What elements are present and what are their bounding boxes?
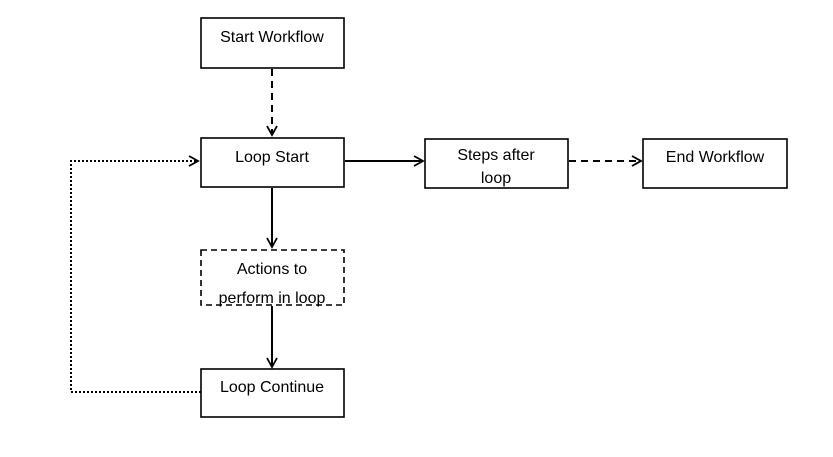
node-steps-after-loop-label-line1: Steps after (457, 147, 535, 164)
node-start-workflow-label: Start Workflow (220, 29, 324, 46)
edge-loop-continue-to-loop-start (70, 155, 201, 393)
node-loop-start-label: Loop Start (235, 149, 309, 166)
node-actions-in-loop-label-line1: Actions to (237, 261, 307, 278)
node-end-workflow-label: End Workflow (666, 149, 765, 166)
node-steps-after-loop-label-line2: loop (481, 170, 511, 187)
node-end-workflow: End Workflow (642, 138, 788, 189)
node-actions-in-loop: Actions to perform in loop (200, 249, 345, 307)
node-loop-continue-label: Loop Continue (220, 379, 324, 396)
node-actions-in-loop-label-line2: perform in loop (219, 290, 326, 307)
node-loop-start: Loop Start (200, 137, 345, 188)
node-steps-after-loop: Steps after loop (424, 138, 569, 189)
node-loop-continue: Loop Continue (200, 368, 345, 418)
node-start-workflow: Start Workflow (200, 17, 345, 69)
